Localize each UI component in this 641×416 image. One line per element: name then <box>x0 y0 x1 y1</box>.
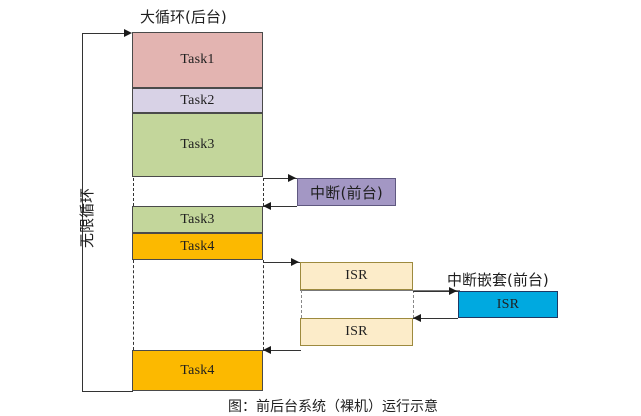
loop-bottom-line <box>82 391 133 392</box>
bottom-caption: 图：前后台系统（裸机）运行示意 <box>228 399 438 415</box>
isr-enter-arrow-icon <box>291 257 299 266</box>
gap2-dash-right <box>262 260 264 350</box>
gap1-dash-right <box>262 178 264 206</box>
task-box-task1: Task1 <box>132 32 263 88</box>
task-box-task3-first: Task3 <box>132 113 263 177</box>
nested-enter-line <box>413 291 458 292</box>
interrupt-return-arrow-icon <box>263 201 271 210</box>
isr-gap-dash-left <box>300 290 302 318</box>
loop-top-arrow-icon <box>124 28 132 37</box>
interrupt-enter-line <box>263 178 298 179</box>
gap2-dash-left <box>132 260 134 350</box>
isr-return-arrow-icon <box>263 345 271 354</box>
diagram-canvas: 大循环(后台) 无限循环 Task1 Task2 Task3 Task3 Tas… <box>78 8 558 415</box>
title-background-loop: 大循环(后台) <box>140 8 227 26</box>
nested-return-arrow-icon <box>413 313 421 322</box>
interrupt-box-label: 中断(前台) <box>310 183 383 202</box>
task-box-task2: Task2 <box>132 88 263 113</box>
isr-box-second: ISR <box>300 318 413 346</box>
interrupt-enter-arrow-icon <box>288 173 296 182</box>
loop-top-line <box>82 33 126 34</box>
label-infinite-loop: 无限循环 <box>78 187 96 248</box>
isr-baseline-line <box>300 290 460 291</box>
isr-return-line <box>263 350 301 351</box>
isr-box-first: ISR <box>300 262 413 290</box>
gap1-dash-left <box>132 178 134 206</box>
isr-gap-dash-right <box>412 290 414 318</box>
label-nested-interrupt: 中断嵌套(前台) <box>447 271 549 289</box>
interrupt-return-line <box>263 206 297 207</box>
task-box-task4-second: Task4 <box>132 350 263 391</box>
isr-box-nested: ISR <box>458 291 558 318</box>
nested-enter-arrow-icon <box>449 286 457 295</box>
interrupt-box: 中断(前台) <box>297 178 396 206</box>
task-box-task4-first: Task4 <box>132 233 263 260</box>
isr-enter-line <box>263 262 300 263</box>
task-box-task3-second: Task3 <box>132 206 263 233</box>
nested-return-line <box>413 318 458 319</box>
loop-left-line <box>82 33 83 391</box>
